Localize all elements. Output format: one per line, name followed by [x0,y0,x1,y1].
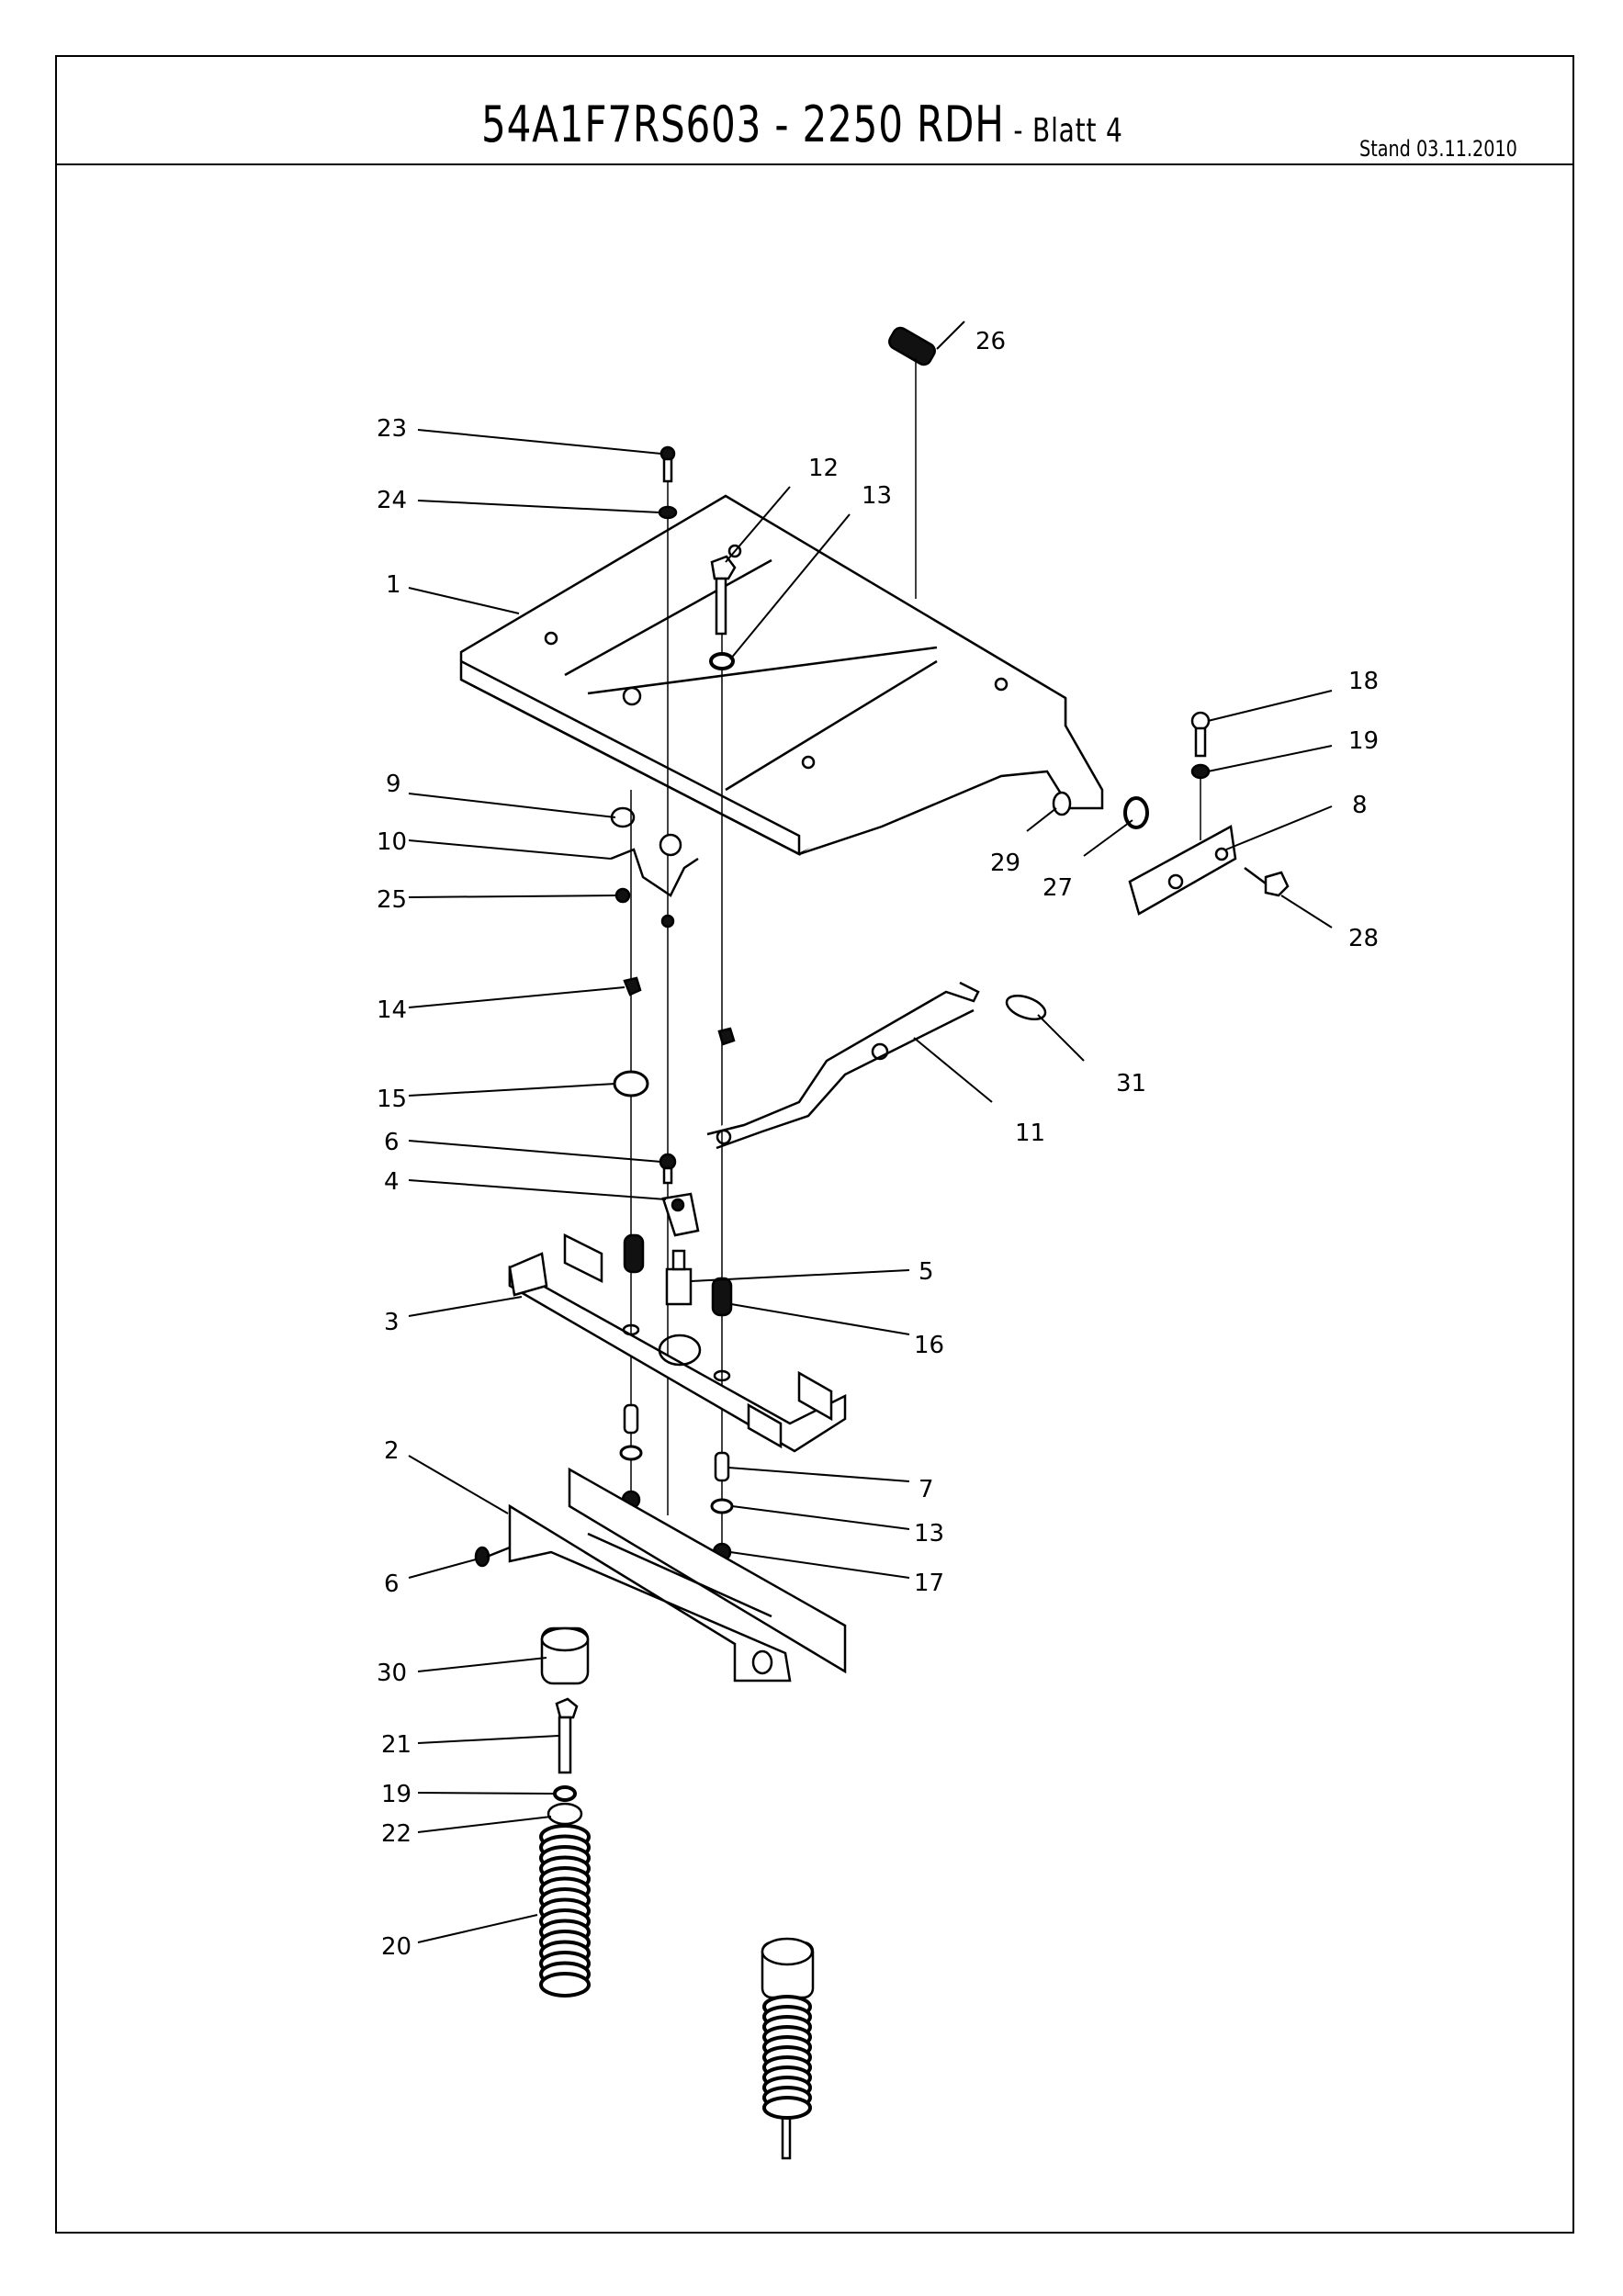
callout-21: 21 [381,1731,411,1759]
callout-2: 2 [384,1437,400,1465]
callout-14: 14 [377,996,407,1024]
callout-24: 24 [377,487,407,514]
title-sheet: - Blatt 4 [1004,112,1123,150]
callout-4: 4 [384,1168,400,1196]
callout-6: 6 [384,1129,400,1156]
callout-20: 20 [381,1933,411,1961]
callout-17: 17 [914,1570,944,1597]
part-19-washer[interactable] [553,1785,577,1802]
callout-25: 25 [377,886,407,914]
callout-11: 11 [1015,1120,1045,1147]
part-20-spring[interactable] [539,1824,591,1998]
part-13-washer-top[interactable] [709,652,735,670]
part-5-switch[interactable] [665,1249,693,1306]
part-29-bushing[interactable] [1052,791,1072,816]
callout-31: 31 [1116,1070,1146,1097]
callout-30: 30 [377,1660,407,1687]
sheet-title: 54A1F7RS603 - 2250 RDH - Blatt 4 [481,96,1123,153]
callout-22: 22 [381,1820,411,1848]
callout-18: 18 [1348,668,1379,695]
part-27-washer[interactable] [1123,796,1149,829]
part-24-washer[interactable] [658,505,678,520]
part-22-washer[interactable] [547,1802,583,1826]
callout-19-lower: 19 [381,1781,411,1808]
callout-12: 12 [808,455,839,482]
part-31-grip[interactable] [1004,991,1049,1024]
callout-16: 16 [914,1332,944,1359]
leader-lines [408,321,1333,1943]
part-25-nut-b [660,914,675,929]
callout-6-lower: 6 [384,1570,400,1598]
part-10-bracket[interactable] [610,833,699,897]
callout-labels: 26 23 12 13 24 1 18 19 9 8 10 29 27 25 2… [377,328,1379,1961]
spring-coil [539,1972,591,1998]
callout-19: 19 [1348,727,1379,755]
callout-26: 26 [975,328,1006,355]
part-nut-axis-b [717,1027,736,1046]
part-15-washer[interactable] [613,1070,649,1097]
part-4-bracket[interactable] [661,1192,700,1237]
title-main: 54A1F7RS603 - 2250 RDH [481,96,1005,153]
callout-8: 8 [1352,792,1368,819]
drawing-frame [55,55,1574,2234]
callout-13-lower: 13 [914,1520,944,1548]
callout-3: 3 [384,1309,400,1336]
part-21-bolt[interactable] [555,1697,579,1774]
assembled-damper [761,1937,815,2160]
callout-5: 5 [919,1258,934,1286]
callout-23: 23 [377,415,407,443]
part-8-bracket[interactable] [1128,825,1237,916]
callout-28: 28 [1348,925,1379,952]
callout-15: 15 [377,1086,407,1113]
part-2-base-frame[interactable] [508,1467,847,1683]
part-1-seat-plate[interactable] [459,494,1104,857]
part-6-screw[interactable] [474,1546,511,1568]
part-7-spacer-left [623,1403,639,1435]
part-28-screw[interactable] [1244,866,1290,897]
callout-29: 29 [990,850,1020,877]
part-13-washer-left [619,1445,643,1461]
part-13-washer[interactable] [710,1498,734,1514]
callout-13: 13 [862,482,892,510]
part-7-spacer[interactable] [714,1451,730,1482]
part-25-nut[interactable] [614,887,631,904]
part-6-screw-top[interactable] [659,1153,677,1185]
part-16-spring-left[interactable] [623,1233,645,1274]
part-14-nut[interactable] [623,976,642,996]
callout-27: 27 [1043,874,1073,902]
callout-7: 7 [919,1476,934,1503]
part-3-frame[interactable] [508,1232,847,1453]
callout-10: 10 [377,828,407,856]
revision-date: Stand 03.11.2010 [1359,136,1517,162]
part-18-bolt[interactable] [1190,711,1211,758]
part-19-washer-top[interactable] [1190,763,1211,780]
part-16-spring[interactable] [711,1277,733,1317]
callout-1: 1 [386,571,401,599]
part-11-lever[interactable] [706,981,980,1150]
spring-coil [762,2096,812,2120]
callout-9: 9 [386,771,401,798]
part-30-cap[interactable] [540,1626,590,1685]
part-26-spring[interactable] [886,325,937,599]
header-divider [55,163,1574,165]
